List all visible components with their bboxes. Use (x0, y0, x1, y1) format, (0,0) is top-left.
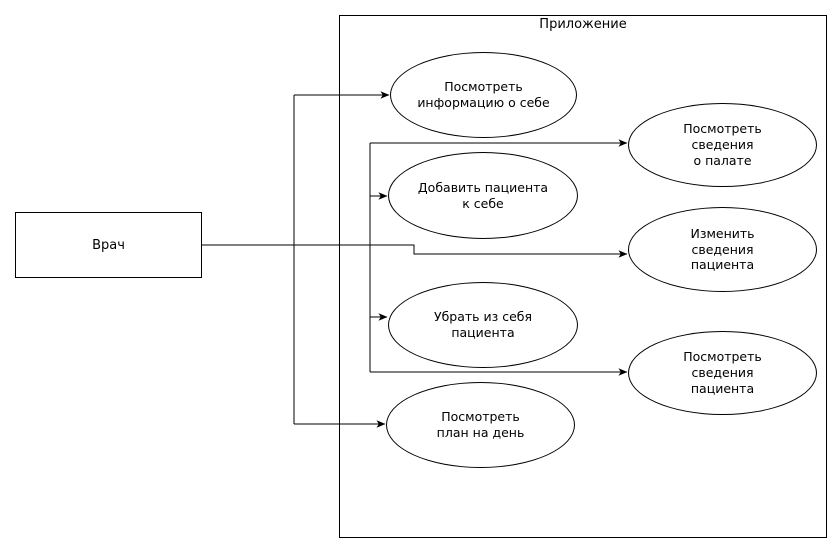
usecase-label: Посмотреть сведения о палате (683, 121, 762, 168)
usecase-label: Посмотреть план на день (436, 409, 525, 440)
usecase-label: Посмотреть сведения пациента (683, 349, 762, 396)
usecase-remove-patient: Убрать из себя пациента (388, 282, 578, 368)
actor-vrach: Врач (15, 212, 202, 278)
usecase-view-day-plan: Посмотреть план на день (386, 382, 575, 468)
usecase-label: Убрать из себя пациента (433, 309, 533, 340)
usecase-label: Изменить сведения пациента (690, 225, 755, 273)
usecase-add-patient-to-self: Добавить пациента к себе (388, 152, 578, 239)
system-boundary-title: Приложение (539, 17, 627, 32)
usecase-view-patient-info: Посмотреть сведения пациента (628, 331, 817, 415)
edge-actor-edit-patient-info (202, 244, 628, 258)
usecase-view-own-info: Посмотреть информацию о себе (390, 52, 577, 138)
usecase-label: Добавить пациента к себе (417, 179, 549, 211)
system-boundary (339, 15, 827, 538)
usecase-label: Посмотреть информацию о себе (417, 79, 550, 110)
usecase-view-ward-info: Посмотреть сведения о палате (628, 103, 817, 187)
actor-label: Врач (92, 237, 125, 253)
usecase-edit-patient-info: Изменить сведения пациента (628, 207, 817, 292)
